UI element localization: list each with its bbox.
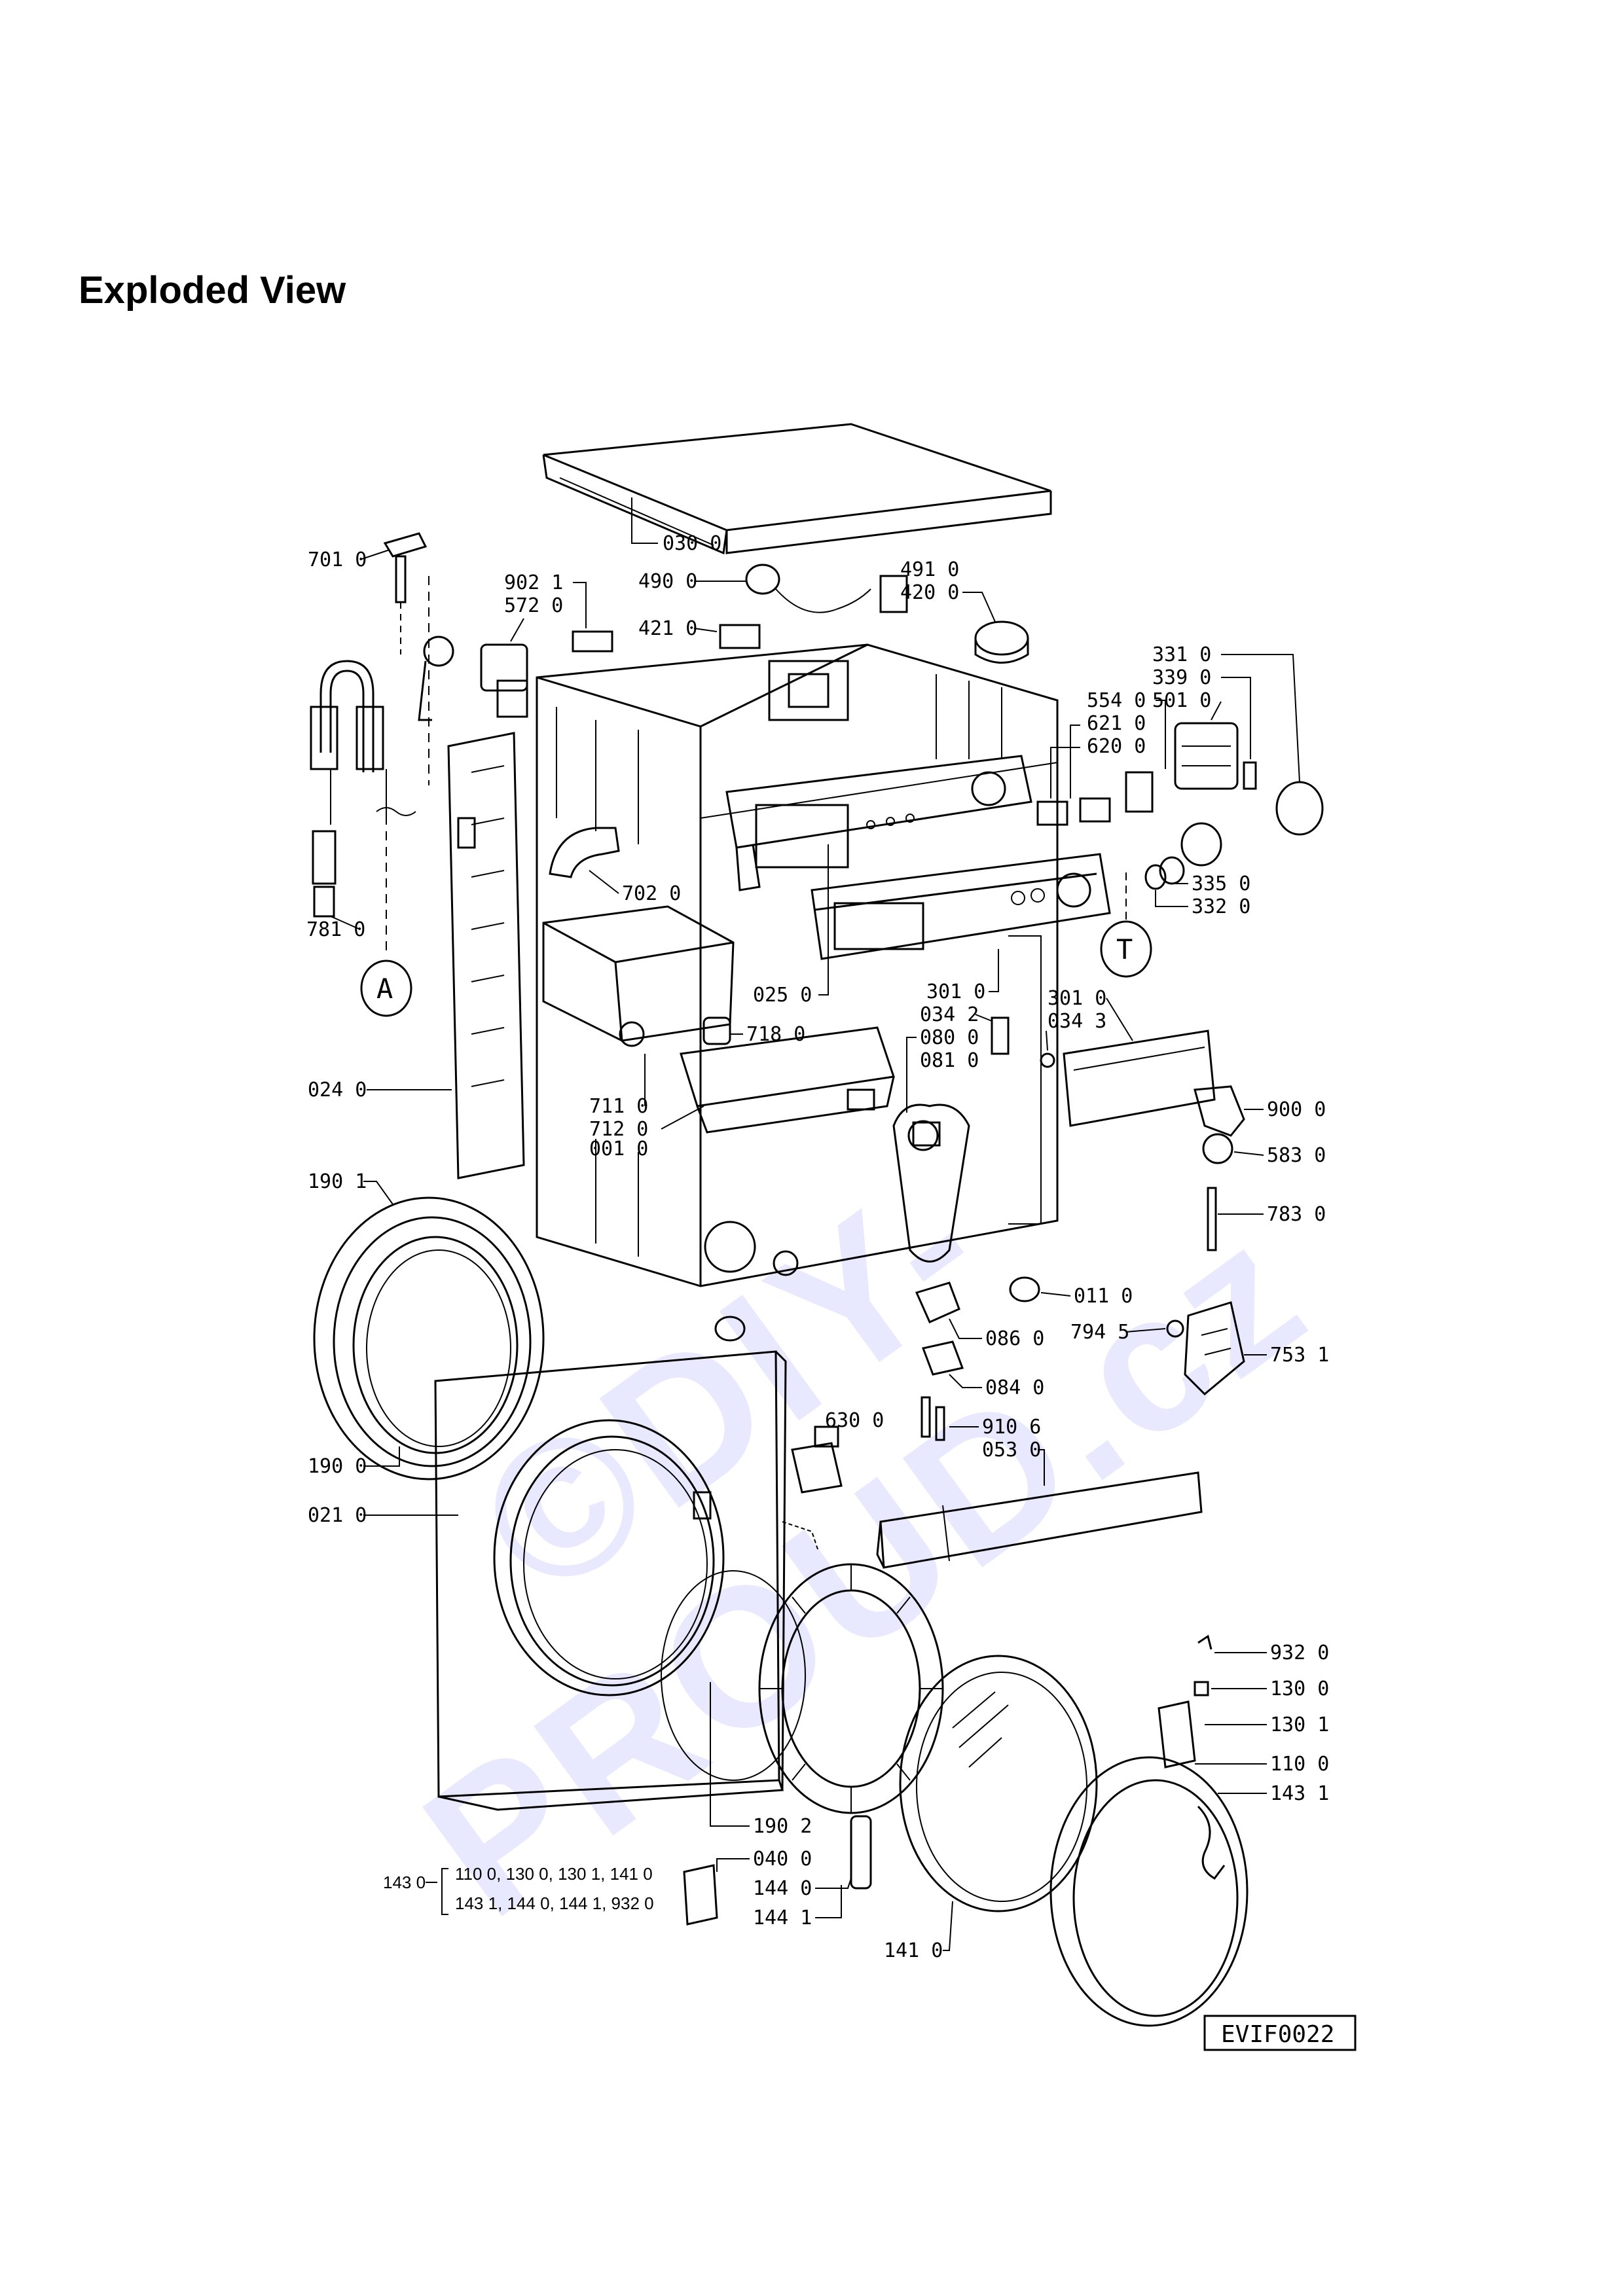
hose (549, 827, 620, 878)
label-084-0: 084 0 (985, 1376, 1044, 1399)
door-glass (899, 1655, 1098, 1912)
label-080-0: 080 0 (920, 1026, 979, 1049)
label-783-0: 783 0 (1267, 1203, 1326, 1226)
top-cover (542, 423, 1052, 555)
mains-cable-filter (719, 564, 1029, 664)
label-583-0: 583 0 (1267, 1144, 1326, 1167)
inlet-hose (310, 532, 429, 956)
label-143-0: 143 0 (383, 1873, 426, 1892)
label-501-0: 501 0 (1152, 689, 1211, 712)
door-kit-legend: 143 0 110 0, 130 0, 130 1, 141 0 143 1, … (383, 1864, 654, 1915)
label-900-0: 900 0 (1267, 1098, 1326, 1121)
label-910-6: 910 6 (982, 1416, 1041, 1439)
label-331-0: 331 0 (1152, 643, 1211, 666)
svg-text:A: A (376, 973, 393, 1005)
label-144-1: 144 1 (753, 1907, 812, 1929)
dispenser-drawer (680, 1026, 895, 1134)
door-hinge (683, 1815, 872, 1926)
label-144-0: 144 0 (753, 1877, 812, 1900)
label-086-0: 086 0 (985, 1327, 1044, 1350)
marker-a: A (360, 960, 412, 1017)
door-seal (313, 1196, 545, 1480)
label-190-0: 190 0 (308, 1455, 367, 1478)
label-021-0: 021 0 (308, 1504, 367, 1527)
label-081-0: 081 0 (920, 1049, 979, 1072)
label-130-0: 130 0 (1270, 1677, 1329, 1700)
kit-line-2: 143 1, 144 0, 144 1, 932 0 (455, 1893, 654, 1913)
door-handle-cover (1040, 1030, 1216, 1127)
label-143-1: 143 1 (1270, 1782, 1329, 1805)
door-bracket (892, 935, 1042, 1263)
switches (1036, 771, 1154, 826)
label-932-0: 932 0 (1270, 1641, 1329, 1664)
timer-and-knobs (1144, 722, 1324, 890)
label-490-0: 490 0 (638, 570, 697, 593)
kick-plate (876, 1471, 1203, 1569)
label-712-0: 712 0 (589, 1118, 648, 1141)
drawing-code: EVIF0022 (1221, 2021, 1334, 2048)
label-011-0: 011 0 (1074, 1285, 1133, 1308)
label-753-1: 753 1 (1270, 1344, 1329, 1367)
drawing-code-box: EVIF0022 (1203, 2015, 1357, 2051)
fascia (811, 853, 1111, 960)
label-110-0: 110 0 (1270, 1753, 1329, 1776)
door-handle (1158, 1634, 1213, 1768)
kit-line-1: 110 0, 130 0, 130 1, 141 0 (455, 1864, 653, 1884)
label-572-0: 572 0 (504, 594, 563, 617)
door-outer-ring (1049, 1756, 1249, 2027)
label-711-0: 711 0 (589, 1095, 648, 1118)
label-794-5: 794 5 (1070, 1321, 1129, 1344)
label-190-1: 190 1 (308, 1170, 367, 1193)
label-034-3: 034 3 (1048, 1010, 1106, 1033)
label-702-0: 702 0 (622, 882, 681, 905)
label-491-0: 491 0 (900, 558, 959, 581)
label-620-0: 620 0 (1087, 735, 1146, 758)
label-040-0: 040 0 (753, 1848, 812, 1871)
label-902-1: 902 1 (504, 571, 563, 594)
label-190-2: 190 2 (753, 1815, 812, 1838)
label-025-0: 025 0 (753, 984, 812, 1007)
label-701-0: 701 0 (308, 548, 367, 571)
label-554-0: 554 0 (1087, 689, 1146, 712)
label-130-1: 130 1 (1270, 1713, 1329, 1736)
rear-panel (447, 732, 525, 1179)
label-034-2: 034 2 (920, 1003, 979, 1026)
label-301-0-cover: 301 0 (1048, 987, 1106, 1010)
dispenser-housing (542, 905, 735, 1047)
label-030-0: 030 0 (663, 532, 721, 555)
label-781-0: 781 0 (306, 918, 365, 941)
label-630-0: 630 0 (825, 1409, 884, 1432)
door-inner-ring (661, 1521, 944, 1814)
label-718-0: 718 0 (746, 1023, 805, 1046)
label-053-0: 053 0 (982, 1439, 1041, 1462)
cabinet (536, 643, 1059, 1287)
door-interlock (1184, 1301, 1245, 1396)
front-panel (434, 1350, 787, 1811)
label-301-0-fascia: 301 0 (926, 980, 985, 1003)
svg-text:T: T (1116, 933, 1133, 965)
label-339-0: 339 0 (1152, 666, 1211, 689)
label-024-0: 024 0 (308, 1079, 367, 1102)
label-332-0: 332 0 (1192, 895, 1250, 918)
label-421-0: 421 0 (638, 617, 697, 640)
marker-t: T (1100, 870, 1152, 978)
label-141-0: 141 0 (884, 1939, 943, 1962)
pressure-parts (1194, 1085, 1245, 1251)
label-335-0: 335 0 (1192, 872, 1250, 895)
label-621-0: 621 0 (1087, 712, 1146, 735)
control-frame (725, 755, 1032, 891)
label-420-0: 420 0 (900, 581, 959, 604)
page-title: Exploded View (79, 269, 346, 312)
inlet-valve (418, 630, 613, 721)
feet-and-clips (714, 1276, 1184, 1376)
pump-and-screws (791, 1396, 945, 1494)
label-001-0: 001 0 (589, 1138, 648, 1160)
door-lock-parts (907, 1016, 1010, 1151)
